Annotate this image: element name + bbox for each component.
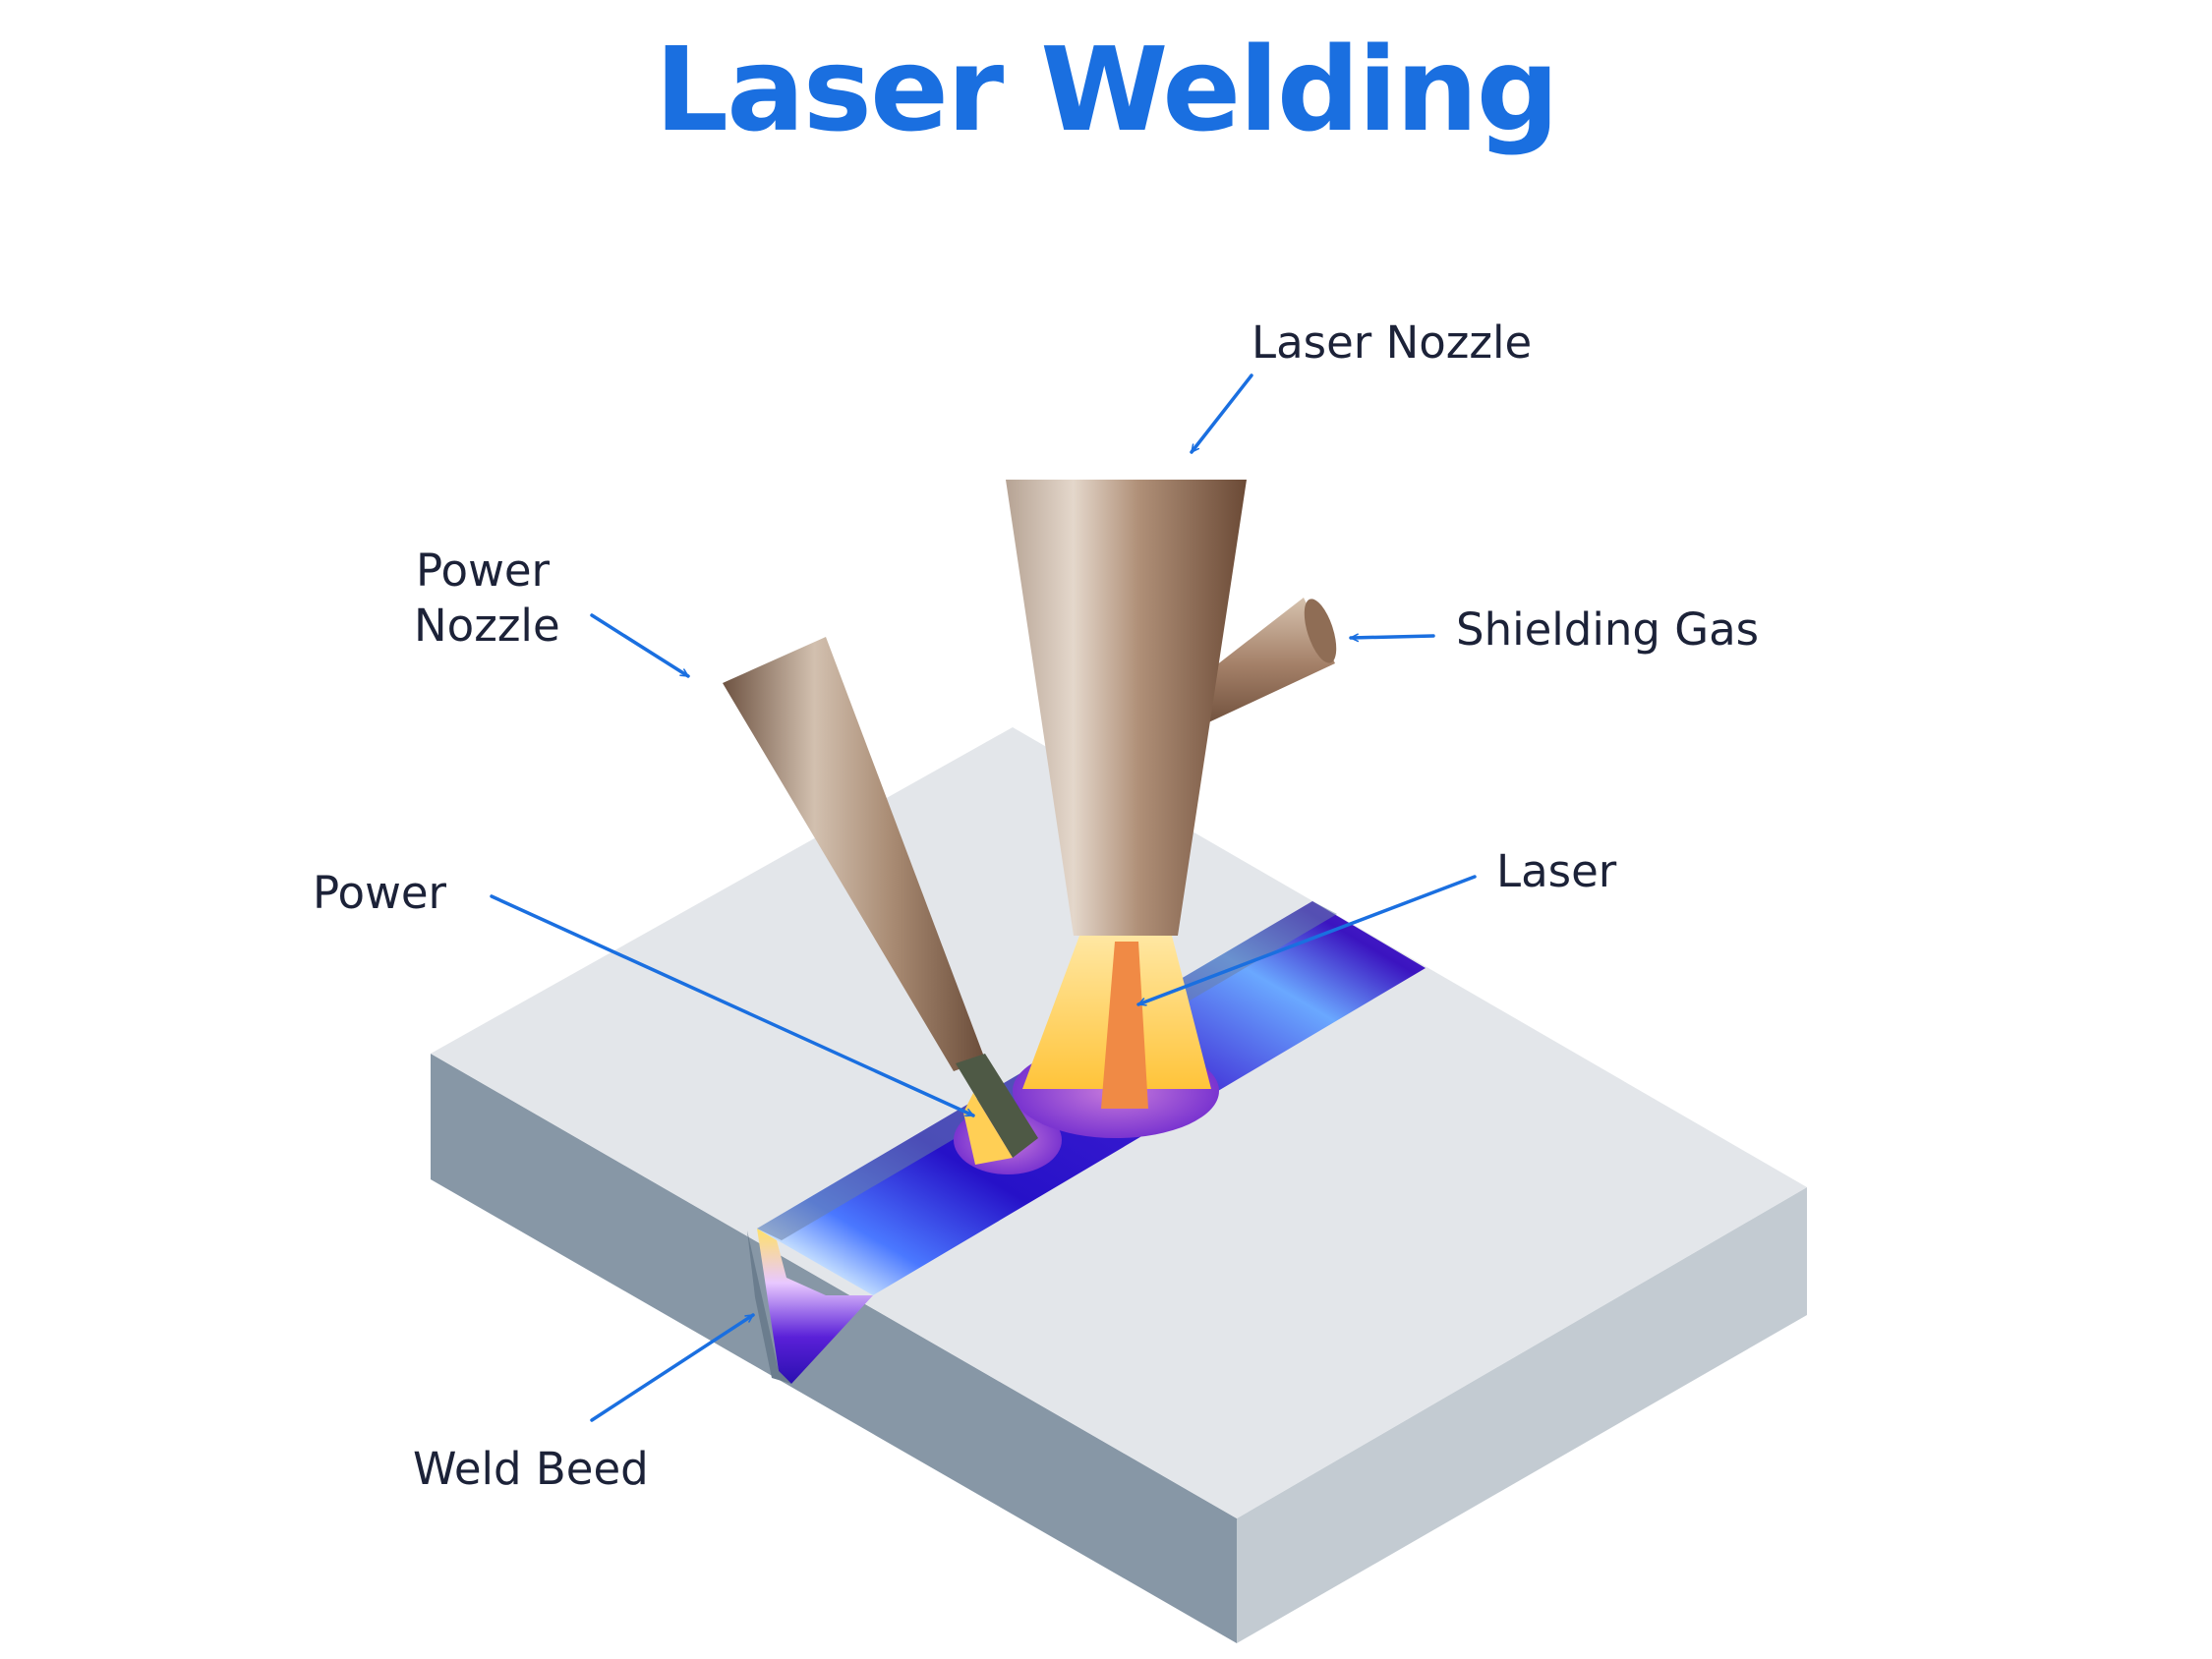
arrow-icon xyxy=(1136,875,1477,1006)
page-title: Laser Welding xyxy=(654,22,1559,157)
label-weld-bead: Weld Beed xyxy=(413,1443,649,1495)
label-power: Power xyxy=(313,867,447,919)
label-power-nozzle-line2: Nozzle xyxy=(414,600,560,652)
plate-right-face xyxy=(1237,1187,1807,1643)
power-stream xyxy=(963,1093,1013,1165)
label-laser: Laser xyxy=(1496,845,1617,897)
arrow-icon xyxy=(1190,373,1253,454)
label-laser-nozzle: Laser Nozzle xyxy=(1252,316,1532,369)
arrow-icon xyxy=(490,894,975,1117)
laser-beam xyxy=(1101,942,1148,1109)
laser-nozzle xyxy=(1006,480,1247,936)
power-nozzle xyxy=(723,637,1038,1165)
power-nozzle-tip xyxy=(956,1054,1038,1158)
arrow-icon xyxy=(1349,633,1435,643)
arrow-icon xyxy=(590,1313,755,1422)
label-shielding-gas: Shielding Gas xyxy=(1456,603,1759,656)
label-power-nozzle-line1: Power xyxy=(416,544,551,597)
groove-side-cut xyxy=(747,1230,791,1384)
plate-left-face xyxy=(431,1054,1237,1643)
weld-bead-face xyxy=(757,1229,873,1384)
arrow-icon xyxy=(590,613,690,678)
